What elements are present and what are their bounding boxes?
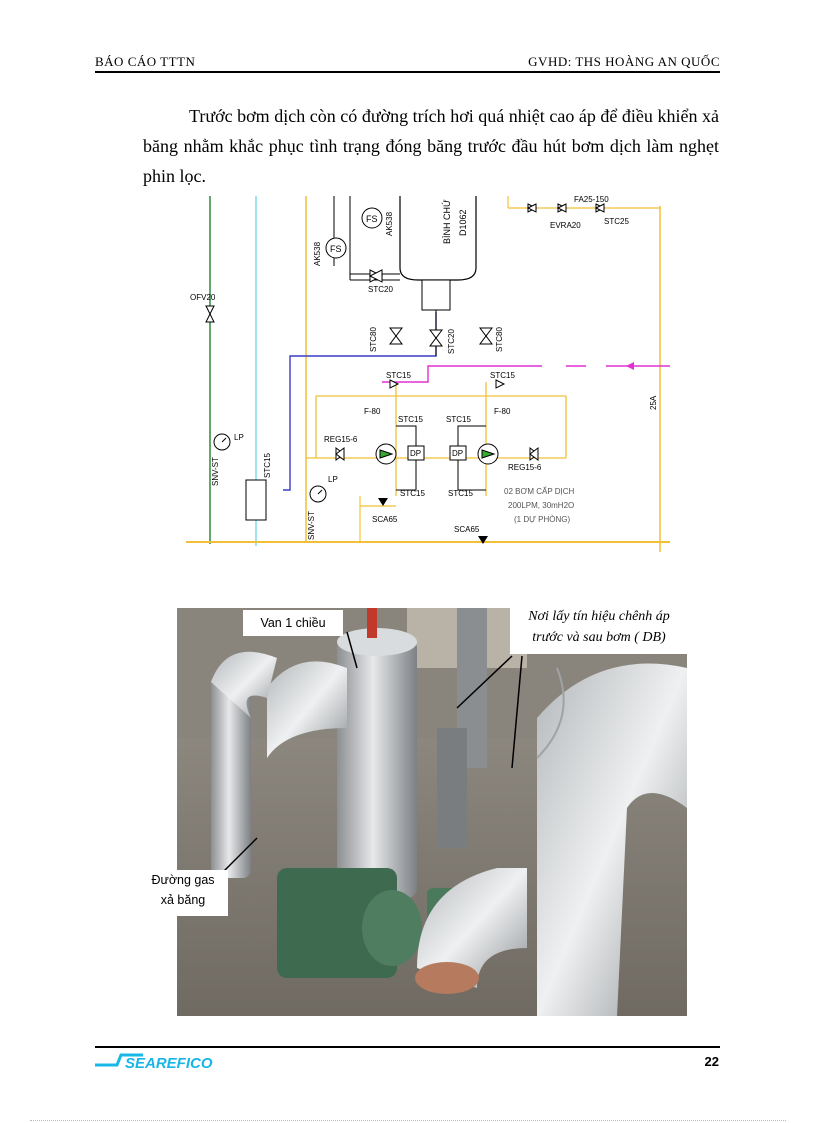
stc15-label-a: STC15 xyxy=(386,371,411,380)
pump-note-1: 02 BƠM CẤP DỊCH xyxy=(504,486,575,496)
pipe-25a-label: 25A xyxy=(649,395,658,410)
logo-text: SEAREFICO xyxy=(125,1055,213,1071)
ofv20-label: OFV20 xyxy=(190,293,216,302)
stc15-label-f: STC15 xyxy=(400,489,425,498)
vessel-label: BÌNH CHỨ xyxy=(442,199,452,244)
snv-st-label-2: SNV-ST xyxy=(307,511,316,540)
lp-label-2: LP xyxy=(328,475,338,484)
searefico-logo: SEAREFICO xyxy=(95,1051,235,1072)
lp-label-1: LP xyxy=(234,433,244,442)
callout-defrost-gas-line: Đường gas xả băng xyxy=(138,870,228,916)
sca65-label-2: SCA65 xyxy=(454,525,480,534)
equipment-photo xyxy=(177,608,687,1016)
callout-diff-pressure: Nơi lấy tín hiệu chênh áp trước và sau b… xyxy=(510,606,688,654)
page-header: BÁO CÁO TTTN GVHD: THS HOÀNG AN QUỐC xyxy=(95,54,720,72)
header-title: BÁO CÁO TTTN xyxy=(95,54,196,69)
stc80-label-2: STC80 xyxy=(495,327,504,352)
stc15-label-e: STC15 xyxy=(446,415,471,424)
ak538-label-2: AK538 xyxy=(385,211,394,236)
stc20-label-top: STC20 xyxy=(368,285,393,294)
paragraph-text: Trước bơm dịch còn có đường trích hơi qu… xyxy=(143,106,719,186)
reg-label-1: REG15-6 xyxy=(324,435,358,444)
f80-label-1: F-80 xyxy=(364,407,381,416)
fa25-label: FA25-150 xyxy=(574,196,609,204)
sca65-label-1: SCA65 xyxy=(372,515,398,524)
callout-check-valve: Van 1 chiều xyxy=(243,610,343,636)
f80-label-2: F-80 xyxy=(494,407,511,416)
footer-divider xyxy=(95,1046,720,1048)
stc80-label-1: STC80 xyxy=(369,327,378,352)
stc15-label-b: STC15 xyxy=(490,371,515,380)
reg-label-2: REG15-6 xyxy=(508,463,542,472)
stc15-label-c: STC15 xyxy=(263,453,272,478)
pid-diagram: BÌNH CHỨ D1062 FS FS AK538 AK538 STC20 S… xyxy=(186,196,670,552)
callout-db-line-1: Nơi lấy tín hiệu chênh áp xyxy=(528,609,670,624)
stc15-label-g: STC15 xyxy=(448,489,473,498)
pump-note-2: 200LPM, 30mH2O xyxy=(508,501,574,510)
callout-gas-line-2: xả băng xyxy=(160,893,206,907)
stc20-label: STC20 xyxy=(447,329,456,354)
dp-label-2: DP xyxy=(452,449,463,458)
snv-st-label-1: SNV-ST xyxy=(211,457,220,486)
evra20-label: EVRA20 xyxy=(550,221,581,230)
fs-label-1: FS xyxy=(366,214,378,224)
dp-label-1: DP xyxy=(410,449,421,458)
fs-label-2: FS xyxy=(330,244,342,254)
header-divider xyxy=(95,71,720,73)
header-advisor: GVHD: THS HOÀNG AN QUỐC xyxy=(528,54,720,69)
callout-gas-line-1: Đường gas xyxy=(151,873,215,887)
body-paragraph: Trước bơm dịch còn có đường trích hơi qu… xyxy=(143,101,719,191)
ak538-label: AK538 xyxy=(313,241,322,266)
vessel-id: D1062 xyxy=(458,209,468,236)
stc25-label: STC25 xyxy=(604,217,629,226)
callout-db-line-2: trước và sau bơm ( DB) xyxy=(532,630,666,645)
page-number: 22 xyxy=(704,1054,719,1069)
stc15-label-d: STC15 xyxy=(398,415,423,424)
page-edge-dots xyxy=(30,1120,786,1121)
pump-note-3: (1 DỰ PHÒNG) xyxy=(514,515,571,524)
